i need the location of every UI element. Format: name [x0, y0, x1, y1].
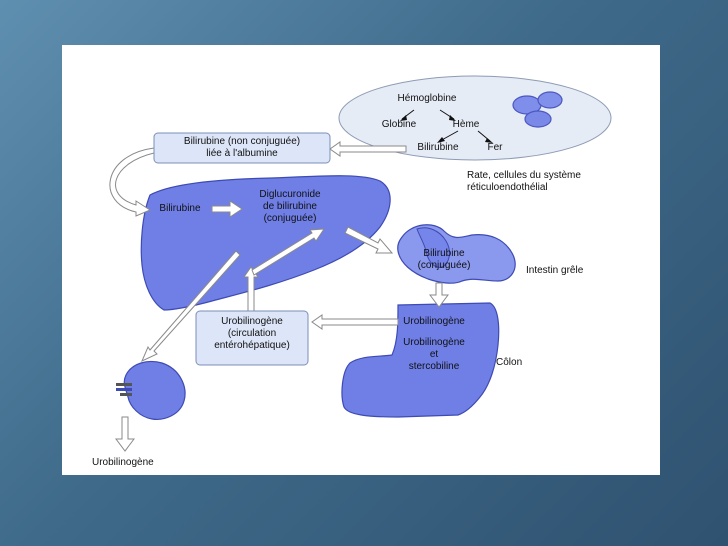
- hemoglobin-label: Hémoglobine: [397, 93, 457, 104]
- arrow-liver-to-intestine: [344, 226, 394, 254]
- diglucuronide-line2: de bilirubine: [263, 201, 317, 212]
- arrow-intestine-to-colon: [429, 282, 449, 308]
- bilirubin-metabolism-diagram: [109, 75, 612, 452]
- arrow-return-to-liver: [251, 228, 325, 276]
- liver-shape: [140, 175, 391, 311]
- enterohepatic-box: [195, 310, 309, 366]
- spleen-caption-line2: réticuloendothélial: [467, 182, 548, 193]
- unconjugated-box: [153, 132, 331, 164]
- spleen-arrowheads: [400, 115, 493, 143]
- red-blood-cell-icon: [537, 91, 563, 109]
- renal-vessels-icon: [116, 383, 132, 396]
- duodenum-shape: [416, 227, 450, 268]
- enterohepatic-line3: entérohépatique): [214, 340, 290, 351]
- diglucuronide-line1: Diglucuronide: [259, 189, 321, 200]
- enterohepatic-line2: (circulation: [227, 328, 277, 339]
- globin-label: Globine: [381, 119, 417, 130]
- spleen-bilirubin-label: Bilirubine: [417, 142, 459, 153]
- arrow-spleen-to-blood: [329, 141, 407, 157]
- colon-uro-sterco-line1: Urobilinogène: [403, 337, 465, 348]
- colon-shape: [341, 302, 500, 418]
- diglucuronide-line3: (conjuguée): [263, 213, 317, 224]
- arrow-liver-to-kidney: [141, 250, 241, 363]
- colon-uro-sterco-line2: et: [429, 349, 439, 360]
- red-blood-cell-icon: [524, 110, 552, 128]
- arrow-kidney-to-urine: [115, 416, 135, 452]
- arrow-conjugation: [211, 200, 243, 218]
- diagram-slide: Hémoglobine Globine Hème Bilirubine Fer …: [62, 45, 660, 475]
- unconjugated-box-line1: Bilirubine (non conjuguée): [183, 136, 301, 147]
- flow-arrows: [109, 141, 449, 452]
- unconjugated-box-line2: liée à l'albumine: [206, 148, 278, 159]
- colon-caption: Côlon: [496, 357, 523, 368]
- kidney-shape: [123, 360, 186, 420]
- heme-label: Hème: [452, 119, 480, 130]
- small-intestine-caption: Intestin grêle: [526, 265, 584, 276]
- iron-label: Fer: [487, 142, 503, 153]
- intestine-bilirubin-line2: (conjuguée): [417, 260, 471, 271]
- arrow-blood-to-liver: [109, 147, 155, 217]
- colon-uro-sterco-line3: stercobiline: [408, 361, 460, 372]
- urine-urobilinogen-label: Urobilinogène: [92, 457, 154, 468]
- colon-urobilinogen-label: Urobilinogène: [403, 316, 465, 327]
- liver-bilirubin-label: Bilirubine: [159, 203, 201, 214]
- arrow-colon-to-enterohepatic: [311, 314, 399, 330]
- enterohepatic-line1: Urobilinogène: [221, 316, 283, 327]
- intestine-bilirubin-line1: Bilirubine: [423, 248, 465, 259]
- spleen-caption-line1: Rate, cellules du système: [467, 170, 581, 181]
